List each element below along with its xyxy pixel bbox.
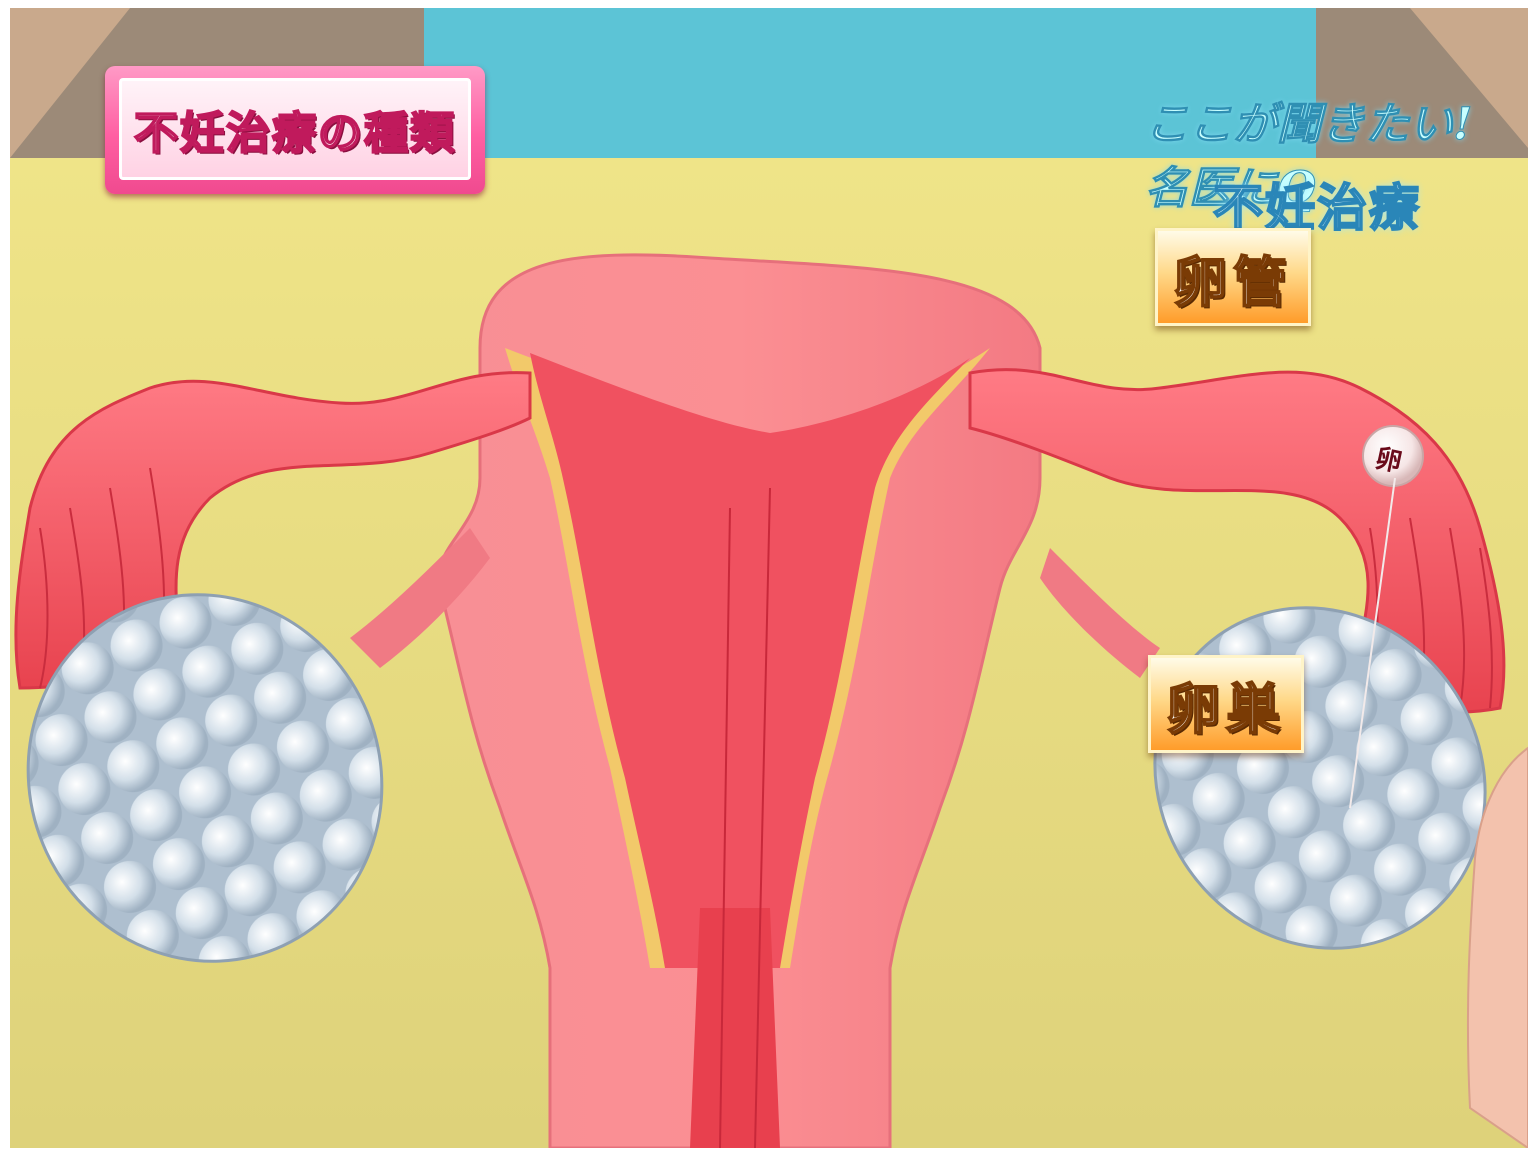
fallopian-tube-label: 卵管 [1155,228,1311,326]
show-logo: ここが聞きたい!名医にQ 不妊治療 [1125,78,1505,238]
caption-box: 不妊治療の種類 [105,66,485,194]
tv-frame: 不妊治療の種類 ここが聞きたい!名医にQ 不妊治療 卵管 卵巣 卵 [10,8,1528,1148]
caption-title: 不妊治療の種類 [134,97,456,161]
caption-inner: 不妊治療の種類 [119,78,471,180]
ovary-label-text: 卵巣 [1166,665,1286,744]
cervical-canal [690,908,780,1148]
fallopian-tube-label-text: 卵管 [1173,238,1293,317]
ovary-label: 卵巣 [1148,655,1304,753]
